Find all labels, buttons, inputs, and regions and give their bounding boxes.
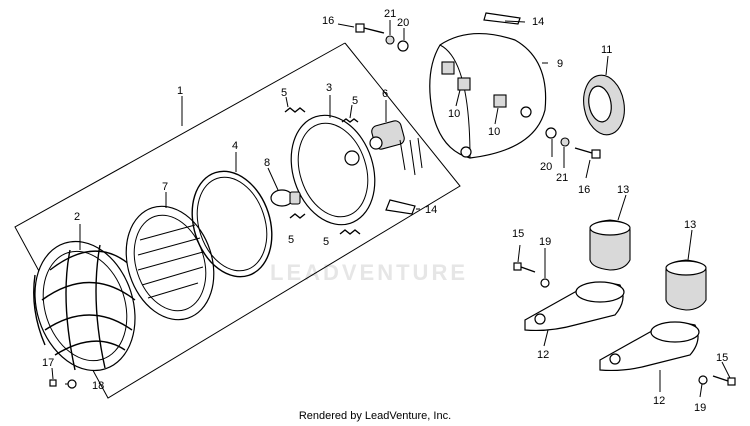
part-4-rim-ring (191, 170, 273, 278)
callout-12-b: 12 (653, 395, 665, 407)
callout-10-a: 10 (448, 108, 460, 120)
callout-16-a: 16 (322, 15, 334, 27)
assembly-1-outline (14, 42, 461, 399)
callout-17: 17 (42, 357, 54, 369)
callout-labels: 1 2 3 4 5 5 5 5 6 7 8 9 10 10 11 12 12 1… (42, 8, 728, 414)
callout-19-a: 19 (539, 236, 551, 248)
part-17-screw (49, 379, 57, 387)
part-9-headlight-housing (429, 32, 547, 159)
part-13-cushion-lower (665, 259, 707, 311)
part-3-headlight-case (290, 114, 376, 226)
callout-20-a: 20 (397, 17, 409, 29)
callout-5-c: 5 (288, 234, 294, 246)
part-21-washer-top (385, 35, 395, 45)
part-20-washer-top (397, 40, 409, 52)
part-18-washer (67, 379, 77, 389)
callout-14-b: 14 (425, 204, 437, 216)
callout-10-b: 10 (488, 126, 500, 138)
callout-5-a: 5 (281, 87, 287, 99)
callout-5-b: 5 (352, 95, 358, 107)
part-5-springs (284, 107, 361, 235)
watermark-text: LEADVENTURE (270, 260, 468, 285)
callout-13-b: 13 (684, 219, 696, 231)
part-7-lens (125, 205, 215, 321)
callout-11: 11 (601, 44, 612, 56)
callout-3: 3 (326, 82, 332, 94)
callout-15-b: 15 (716, 352, 728, 364)
leader-lines (51, 20, 731, 398)
part-19-washer-upper (540, 278, 550, 288)
callout-7: 7 (162, 181, 168, 193)
callout-18: 18 (92, 380, 104, 392)
callout-5-d: 5 (323, 236, 329, 248)
callout-4: 4 (232, 140, 238, 152)
callout-8: 8 (264, 157, 270, 169)
part-16-bolt-right (574, 147, 601, 159)
callout-9: 9 (557, 58, 563, 70)
callout-14-a: 14 (532, 16, 544, 28)
part-2-headlight-guard (33, 240, 136, 372)
part-14-gasket-upper (483, 12, 521, 25)
callout-15-a: 15 (512, 228, 524, 240)
part-21-washer-right (560, 137, 570, 147)
callout-13-a: 13 (617, 184, 629, 196)
part-14-gasket-lower (385, 199, 416, 215)
callout-1: 1 (177, 85, 183, 97)
part-8-bulb (270, 189, 301, 207)
part-16-bolt-top (355, 23, 385, 34)
part-6-socket (369, 120, 423, 176)
part-19-washer-lower (698, 375, 708, 385)
part-11-grommet (583, 74, 625, 136)
callout-12-a: 12 (537, 349, 549, 361)
part-12-bracket-lower (599, 321, 700, 372)
part-15-bolt-upper (513, 262, 536, 273)
part-13-cushion-upper (589, 219, 631, 271)
part-12-bracket-upper (524, 281, 625, 332)
callout-6: 6 (382, 88, 388, 100)
callout-21-b: 21 (556, 172, 568, 184)
callout-2: 2 (74, 211, 80, 223)
part-15-bolt-lower (712, 375, 736, 386)
callout-16-b: 16 (578, 184, 590, 196)
callout-21-a: 21 (384, 8, 396, 20)
callout-20-b: 20 (540, 161, 552, 173)
part-20-washer-right (545, 127, 557, 139)
footer-caption: Rendered by LeadVenture, Inc. (298, 410, 452, 422)
callout-19-b: 19 (694, 402, 706, 414)
